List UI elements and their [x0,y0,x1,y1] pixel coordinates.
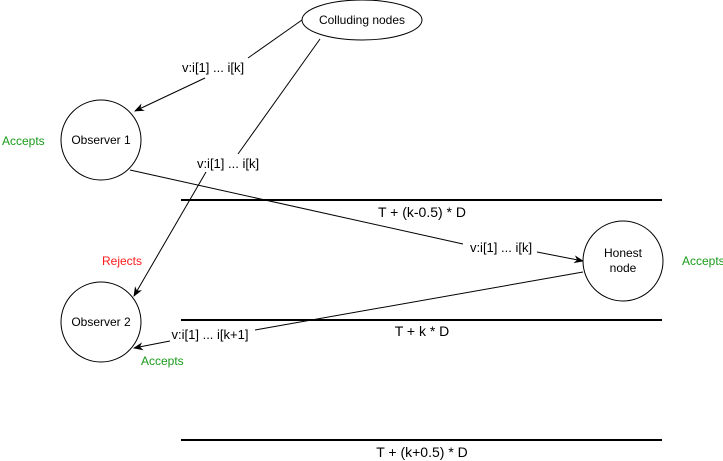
edge-obs1-honest-a [129,169,464,245]
msg-from-honest: v:i[1] ... i[k+1] [172,327,249,342]
edge-honest-obs2-b [133,340,171,351]
edge-colluding-obs2-b [133,171,207,297]
observer2-rejects: Rejects [102,254,142,268]
observer2-label: Observer 2 [71,315,131,329]
observer1-accepts: Accepts [2,134,45,148]
honest-node [582,220,664,302]
honest-label-1: Honest [604,246,643,260]
observer-2 [60,281,142,363]
timeline-1-label: T + (k-0.5) * D [378,204,466,220]
colluding-label: Colluding nodes [319,13,405,27]
timeline-2-label: T + k * D [395,323,450,339]
honest-label-2: node [610,261,637,275]
edge-honest-obs2-a [254,271,584,331]
edge-colluding-obs1-b [134,77,206,112]
observer1-label: Observer 1 [71,133,131,147]
observer2-accepts: Accepts [141,354,184,368]
observer-1 [60,99,142,181]
msg-to-honest: v:i[1] ... i[k] [470,240,532,255]
timeline-3-label: T + (k+0.5) * D [376,444,468,460]
edge-obs1-honest-b [536,251,584,264]
msg-to-observer2: v:i[1] ... i[k] [197,156,259,171]
colluding-nodes [301,0,423,41]
msg-to-observer1: v:i[1] ... i[k] [182,60,244,75]
edge-colluding-obs2-a [237,38,321,155]
honest-accepts: Accepts [682,254,723,268]
edge-colluding-obs1-a [247,19,303,59]
